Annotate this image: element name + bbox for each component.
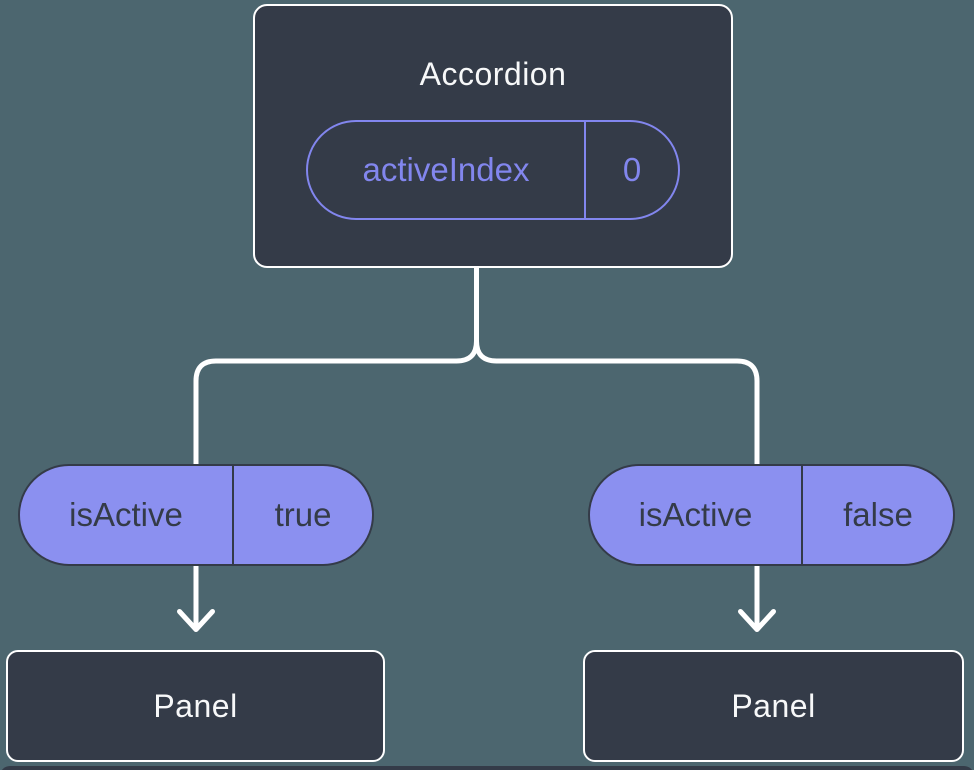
panel-node-title: Panel (731, 687, 816, 724)
prop-pill-label: isActive (69, 496, 183, 533)
branch-left-line (193, 265, 479, 468)
panel-node-title: Panel (153, 687, 238, 724)
state-pill: activeIndex 0 (306, 120, 680, 220)
prop-pill-divider (801, 466, 803, 564)
prop-pill-isactive-false: isActive false (588, 464, 955, 566)
prop-pill-value: true (274, 496, 332, 533)
state-pill-value: 0 (622, 151, 642, 188)
accordion-node: Accordion activeIndex 0 (253, 4, 733, 268)
state-pill-label: activeIndex (362, 151, 530, 188)
prop-pill-divider (232, 466, 234, 564)
panel-node-left: Panel (6, 650, 385, 762)
arrow-right (738, 563, 776, 632)
accordion-node-title: Accordion (419, 56, 567, 92)
prop-pill-value: false (843, 496, 913, 533)
bottom-clipped-bar (0, 766, 974, 770)
prop-pill-isactive-true: isActive true (18, 464, 374, 566)
branch-right-line (474, 265, 760, 468)
state-pill-divider (584, 122, 586, 218)
arrow-left (177, 563, 215, 632)
prop-pill-label: isActive (638, 496, 753, 533)
panel-node-right: Panel (583, 650, 964, 762)
